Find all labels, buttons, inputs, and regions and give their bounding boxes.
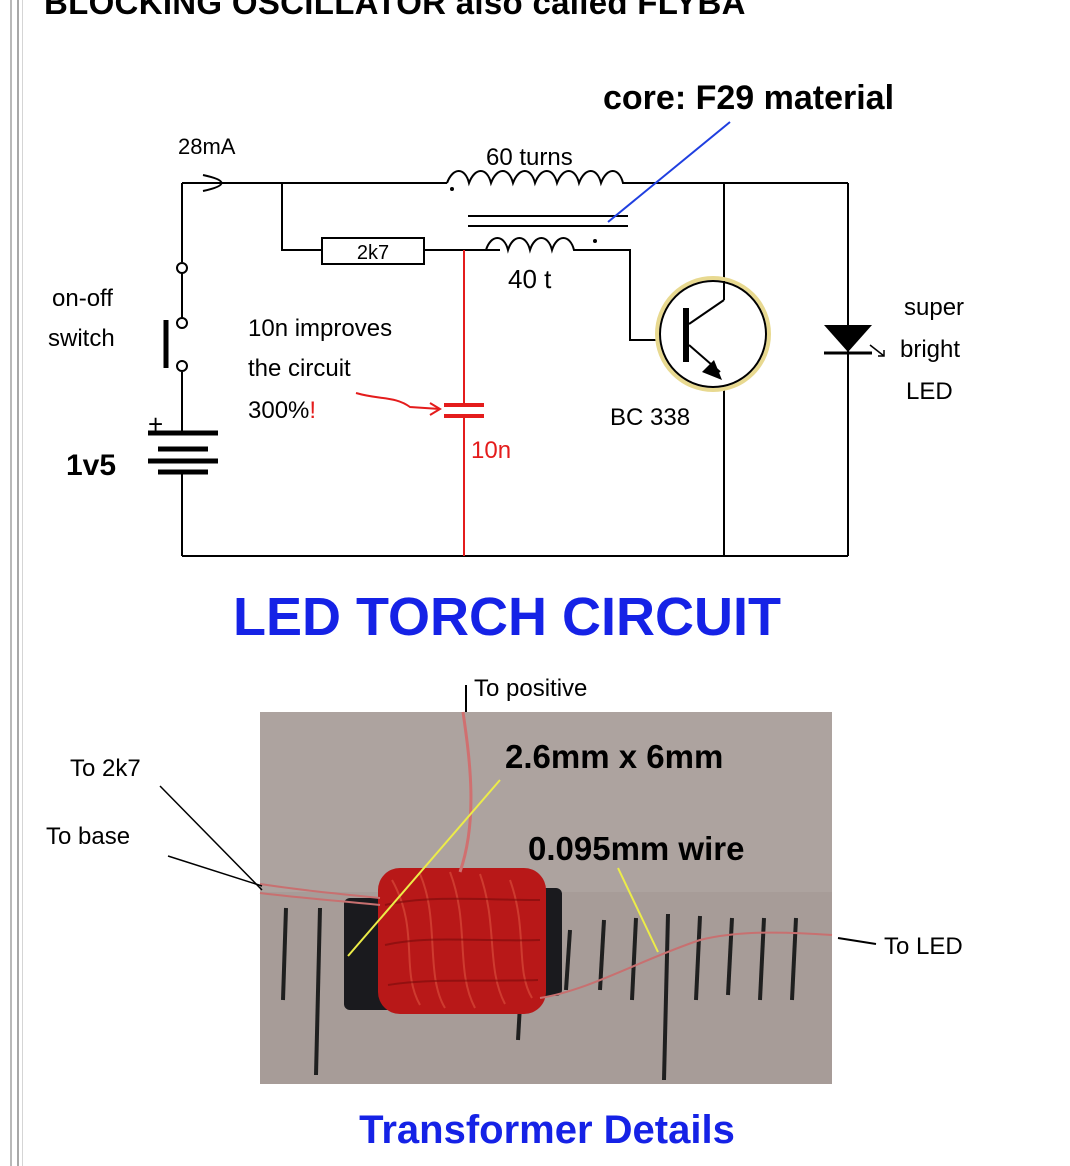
pointer-wire	[617, 867, 659, 953]
capacitor-label: 10n	[471, 437, 511, 464]
primary-winding	[446, 170, 633, 187]
wire-secondary-base	[598, 249, 668, 341]
switch-label-1: on-off	[52, 285, 113, 312]
pointer-to-2k7	[159, 785, 263, 891]
capacitor-branch	[355, 250, 484, 556]
primary-winding-label: 60 turns	[486, 144, 573, 171]
note-line-1: 10n improves	[248, 315, 392, 342]
led-label-2: bright	[900, 336, 960, 363]
on-off-switch	[163, 262, 188, 372]
wire-to-led	[539, 931, 833, 999]
note-exclaim: !	[309, 397, 316, 424]
wire-to-positive	[458, 711, 473, 873]
transformer-photo	[259, 711, 833, 1084]
current-arrow	[202, 174, 223, 192]
transistor-bc338	[655, 276, 771, 392]
battery-plus: +	[148, 409, 163, 439]
note-arrow	[355, 392, 441, 410]
to-2k7-label: To 2k7	[70, 755, 141, 782]
page-heading: BLOCKING OSCILLATOR also called FLYBA	[44, 0, 746, 21]
transformer-title: Transformer Details	[359, 1108, 735, 1152]
battery-symbol	[148, 430, 218, 475]
switch-label-2: switch	[48, 325, 115, 352]
note-line-2: the circuit	[248, 355, 351, 382]
wire-label: 0.095mm wire	[528, 830, 744, 867]
to-base-label: To base	[46, 823, 130, 850]
current-label: 28mA	[178, 134, 236, 159]
transistor-label: BC 338	[610, 404, 690, 431]
wire-to-2k7	[259, 892, 381, 906]
led-symbol	[824, 325, 885, 357]
resistor-label: 2k7	[357, 242, 389, 264]
led-label-3: LED	[906, 378, 953, 405]
dimensions-label: 2.6mm x 6mm	[505, 738, 723, 775]
core-pointer-line	[607, 121, 731, 223]
to-positive-label: To positive	[474, 675, 587, 702]
wire-to-base	[259, 883, 381, 899]
pointer-dimensions	[347, 779, 501, 957]
resistor	[321, 237, 425, 265]
led-label-1: super	[904, 294, 964, 321]
circuit-title: LED TORCH CIRCUIT	[233, 587, 781, 647]
battery-label: 1v5	[66, 449, 116, 482]
pointer-to-base	[167, 855, 263, 887]
secondary-winding	[485, 237, 598, 254]
note-line-3: 300%!	[248, 397, 316, 424]
to-led-label: To LED	[884, 933, 963, 960]
pointer-to-led	[837, 937, 877, 945]
secondary-dot	[593, 239, 597, 243]
core-label: core: F29 material	[603, 79, 894, 117]
wire-resistor-branch	[281, 183, 322, 251]
primary-dot	[450, 187, 454, 191]
left-border	[0, 0, 30, 1166]
secondary-winding-label: 40 t	[508, 264, 552, 294]
